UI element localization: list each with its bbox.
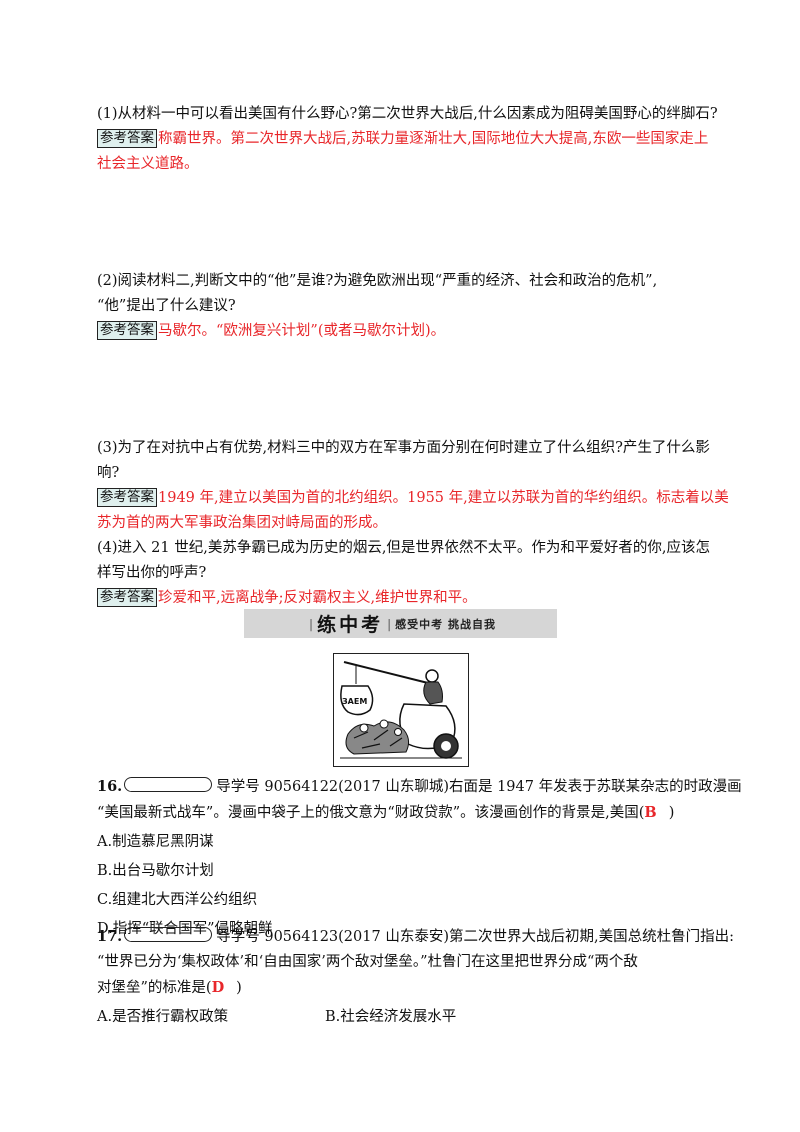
question-16-text-1: 16. 导学号 90564122(2017 山东聊城)右面是 1947 年发表于苏… — [97, 774, 742, 800]
answer-tag: 参考答案 — [97, 588, 157, 607]
question-17-stem-1: 导学号 90564123(2017 山东泰安)第二次世界大战后初期,美国总统杜鲁… — [216, 929, 734, 945]
question-17-stem-3: 对堡垒”的标准是( — [97, 980, 212, 996]
question-16-option-d: D.指挥“联合国军”侵略朝鲜 — [97, 921, 273, 937]
question-16-block: 16. 导学号 90564122(2017 山东聊城)右面是 1947 年发表于苏… — [97, 774, 742, 942]
question-17-number: 17. — [97, 928, 123, 945]
answer-1-line-1: 参考答案称霸世界。第二次世界大战后,苏联力量逐渐壮大,国际地位大大提高,东欧一些… — [97, 127, 717, 152]
answer-3-text-1: 1949 年,建立以美国为首的北约组织。1955 年,建立以苏联为首的华约组织。… — [158, 490, 729, 506]
answer-4-text: 珍爱和平,远离战争;反对霸权主义,维护世界和平。 — [158, 590, 477, 606]
question-16-option-a: A.制造慕尼黑阴谋 — [97, 834, 214, 850]
question-16-option-c: C.组建北大西洋公约组织 — [97, 892, 258, 908]
political-cartoon-image: ЗАЕМ — [333, 653, 469, 767]
cartoon-illustration: ЗАЕМ — [340, 661, 462, 759]
question-16-option-b: B.出台马歇尔计划 — [97, 863, 214, 879]
question-4-text-1: (4)进入 21 世纪,美苏争霸已成为历史的烟云,但是世界依然不太平。作为和平爱… — [97, 540, 711, 556]
question-3-text-1: (3)为了在对抗中占有优势,材料三中的双方在军事方面分别在何时建立了什么组织?产… — [97, 440, 710, 456]
answer-1-line-2: 社会主义道路。 — [97, 156, 199, 172]
answer-1-text-1: 称霸世界。第二次世界大战后,苏联力量逐渐壮大,国际地位大大提高,东欧一些国家走上 — [158, 131, 709, 147]
question-16-stem-2: “美国最新式战车”。漫画中袋子上的俄文意为“财政贷款”。该漫画创作的背景是,美国… — [97, 805, 645, 821]
guide-number-badge-icon — [124, 927, 213, 942]
banner-divider-icon: | — [387, 616, 392, 631]
answer-tag: 参考答案 — [97, 488, 157, 507]
banner-subtitle: 感受中考 挑战自我 — [395, 617, 496, 631]
question-16-number: 16. — [97, 778, 123, 795]
question-3-block: (3)为了在对抗中占有优势,材料三中的双方在军事方面分别在何时建立了什么组织?产… — [97, 436, 729, 611]
question-2-block: (2)阅读材料二,判断文中的“他”是谁?为避免欧洲出现“严重的经济、社会和政治的… — [97, 269, 717, 344]
answer-tag: 参考答案 — [97, 129, 157, 148]
question-17-text-3: 对堡垒”的标准是(D) — [97, 975, 717, 1001]
question-2-text-1: (2)阅读材料二,判断文中的“他”是谁?为避免欧洲出现“严重的经济、社会和政治的… — [97, 273, 658, 289]
answer-4-line: 参考答案珍爱和平,远离战争;反对霸权主义,维护世界和平。 — [97, 586, 717, 611]
sack-label: ЗАЕМ — [342, 697, 367, 706]
question-17-close: ) — [236, 980, 242, 996]
question-16-selected-answer: B — [644, 804, 657, 821]
answer-3-line-2: 苏为首的两大军事政治集团对峙局面的形成。 — [97, 515, 387, 531]
answer-2-line: 参考答案马歇尔。“欧洲复兴计划”(或者马歇尔计划)。 — [97, 319, 717, 344]
question-17-option-b: B.社会经济发展水平 — [325, 1009, 457, 1025]
question-17-selected-answer: D — [211, 979, 225, 996]
question-2-text-2: “他”提出了什么建议? — [97, 298, 236, 314]
question-17-text-2: “世界已分为‘集权政体’和‘自由国家’两个敌对堡垒。”杜鲁门在这里把世界分成“两… — [97, 954, 638, 970]
question-17-option-a: A.是否推行霸权政策 — [97, 1009, 229, 1025]
banner-title: 练中考 — [317, 614, 384, 636]
question-17-block: 17. 导学号 90564123(2017 山东泰安)第二次世界大战后初期,美国总… — [97, 924, 734, 1030]
banner-divider-icon: | — [309, 616, 314, 631]
answer-2-text: 马歇尔。“欧洲复兴计划”(或者马歇尔计划)。 — [158, 323, 446, 339]
question-3-text-2: 响? — [97, 465, 120, 481]
question-16-close: ) — [668, 805, 675, 821]
section-banner: | 练中考 | 感受中考 挑战自我 — [244, 609, 557, 638]
question-17-text-1: 17. 导学号 90564123(2017 山东泰安)第二次世界大战后初期,美国总… — [97, 924, 734, 950]
question-4-text-2: 样写出你的呼声? — [97, 565, 207, 581]
question-17-options-row: A.是否推行霸权政策 B.社会经济发展水平 — [97, 1005, 717, 1030]
guide-number-badge-icon — [124, 777, 213, 792]
question-16-stem-1: 导学号 90564122(2017 山东聊城)右面是 1947 年发表于苏联某杂… — [216, 779, 742, 795]
question-1-block: (1)从材料一中可以看出美国有什么野心?第二次世界大战后,什么因素成为阻碍美国野… — [97, 102, 718, 177]
question-1-text: (1)从材料一中可以看出美国有什么野心?第二次世界大战后,什么因素成为阻碍美国野… — [97, 106, 718, 122]
answer-tag: 参考答案 — [97, 321, 157, 340]
question-16-text-2: “美国最新式战车”。漫画中袋子上的俄文意为“财政贷款”。该漫画创作的背景是,美国… — [97, 800, 717, 826]
